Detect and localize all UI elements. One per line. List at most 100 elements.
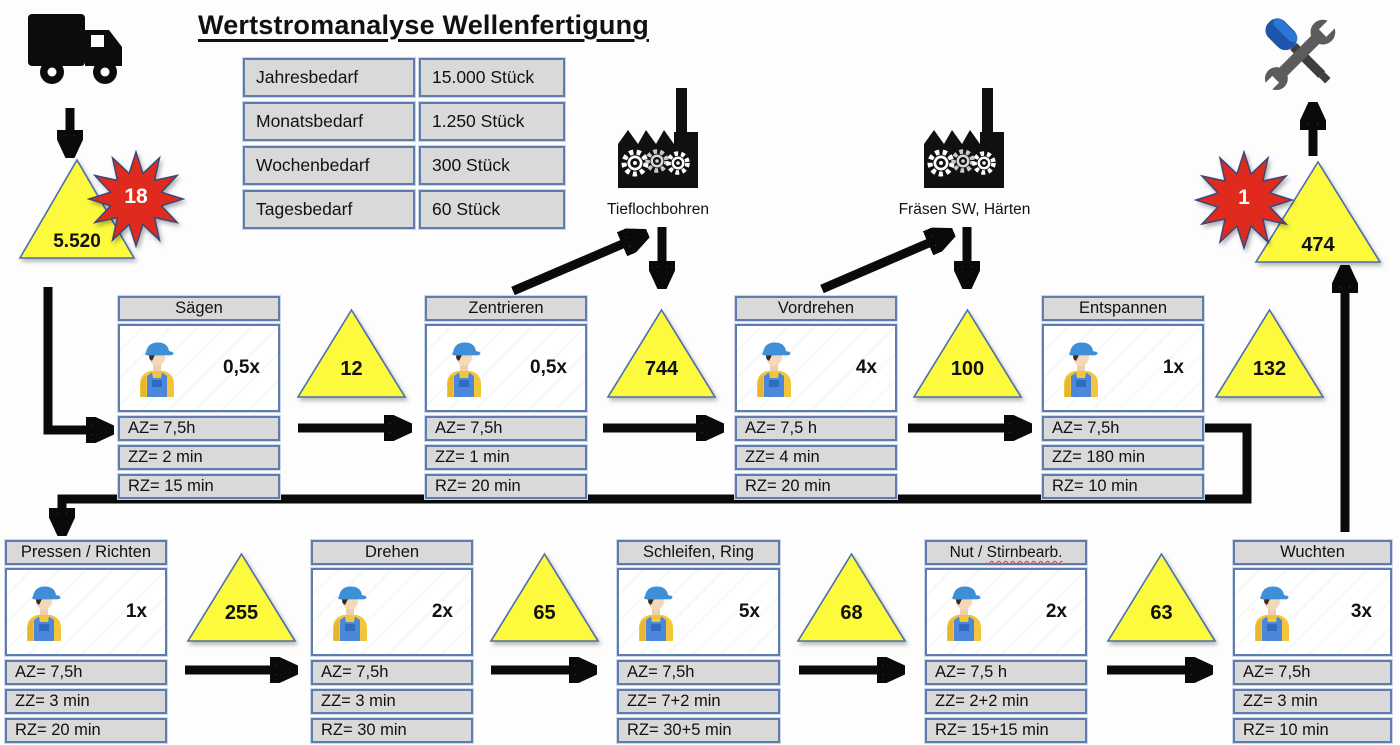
worker-icon — [325, 581, 375, 643]
title-part-misspelled: Stirnbearb. — [986, 544, 1063, 561]
process-box-pressen-richten: Pressen / Richten 1x AZ= 7,5h ZZ= 3 min … — [5, 540, 167, 743]
zz-row: ZZ= 2+2 min — [925, 689, 1087, 714]
inventory-triangle: 132 — [1212, 306, 1327, 401]
zz-row: ZZ= 180 min — [1042, 445, 1204, 470]
process-body: 0,5x — [425, 324, 587, 412]
az-row: AZ= 7,5h — [425, 416, 587, 441]
process-box-saegen: Sägen 0,5x AZ= 7,5h ZZ= 2 min RZ= 15 min — [118, 296, 280, 499]
outgoing-inventory-triangle: 474 — [1252, 158, 1384, 266]
az-row: AZ= 7,5 h — [735, 416, 897, 441]
inventory-triangle: 63 — [1104, 550, 1219, 645]
inventory-triangle: 68 — [794, 550, 909, 645]
demand-value: 15.000 Stück — [419, 58, 565, 97]
az-row: AZ= 7,5h — [1042, 416, 1204, 441]
machine-count: 0,5x — [530, 357, 567, 378]
process-title: Wuchten — [1233, 540, 1392, 565]
inventory-triangle: 65 — [487, 550, 602, 645]
az-row: AZ= 7,5h — [5, 660, 167, 685]
process-body: 4x — [735, 324, 897, 412]
rz-row: RZ= 20 min — [735, 474, 897, 499]
page-title: Wertstromanalyse Wellenfertigung — [198, 10, 650, 40]
inventory-count: 68 — [840, 602, 863, 624]
machine-count: 2x — [1045, 601, 1067, 622]
demand-label: Wochenbedarf — [243, 146, 415, 185]
process-title: Nut / Stirnbearb. — [925, 540, 1087, 565]
az-row: AZ= 7,5h — [617, 660, 780, 685]
az-row: AZ= 7,5h — [1233, 660, 1392, 685]
machine-count: 0,5x — [223, 357, 260, 378]
process-box-nut-stirnbearb: Nut / Stirnbearb. 2x AZ= 7,5 h ZZ= 2+2 m… — [925, 540, 1087, 743]
external-process-label: Tieflochbohren — [607, 201, 709, 218]
process-title: Vordrehen — [735, 296, 897, 321]
worker-icon — [631, 581, 681, 643]
demand-value: 60 Stück — [419, 190, 565, 229]
worker-icon — [1247, 581, 1297, 643]
inventory-count: 474 — [1301, 234, 1335, 256]
inventory-triangle: 744 — [604, 306, 719, 401]
process-body: 2x — [925, 568, 1087, 656]
process-body: 1x — [1042, 324, 1204, 412]
machine-count: 2x — [431, 601, 453, 622]
rz-row: RZ= 20 min — [5, 718, 167, 743]
rz-row: RZ= 30+5 min — [617, 718, 780, 743]
process-body: 1x — [5, 568, 167, 656]
title-part: Nut / — [949, 544, 987, 561]
worker-icon — [439, 337, 489, 399]
process-box-zentrieren: Zentrieren 0,5x AZ= 7,5h ZZ= 1 min RZ= 2… — [425, 296, 587, 499]
zz-row: ZZ= 2 min — [118, 445, 280, 470]
inventory-count: 255 — [224, 602, 259, 624]
zz-row: ZZ= 7+2 min — [617, 689, 780, 714]
process-title: Zentrieren — [425, 296, 587, 321]
demand-label: Tagesbedarf — [243, 190, 415, 229]
process-title: Drehen — [311, 540, 473, 565]
inventory-count: 132 — [1252, 358, 1287, 380]
truck-icon — [28, 14, 122, 84]
rz-row: RZ= 15+15 min — [925, 718, 1087, 743]
demand-value: 1.250 Stück — [419, 102, 565, 141]
zz-row: ZZ= 3 min — [1233, 689, 1392, 714]
zz-row: ZZ= 3 min — [311, 689, 473, 714]
inventory-triangle: 12 — [294, 306, 409, 401]
machine-count: 4x — [855, 357, 877, 378]
inventory-triangle: 255 — [184, 550, 299, 645]
worker-icon — [939, 581, 989, 643]
tools-icon — [1262, 18, 1338, 93]
rz-row: RZ= 10 min — [1042, 474, 1204, 499]
worker-icon — [749, 337, 799, 399]
process-body: 5x — [617, 568, 780, 656]
incoming-kaizen-burst: 18 — [86, 150, 186, 248]
inventory-count: 63 — [1150, 602, 1173, 624]
process-box-vordrehen: Vordrehen 4x AZ= 7,5 h ZZ= 4 min RZ= 20 … — [735, 296, 897, 499]
inventory-count: 100 — [950, 358, 985, 380]
az-row: AZ= 7,5h — [311, 660, 473, 685]
az-row: AZ= 7,5 h — [925, 660, 1087, 685]
factory-icon — [612, 86, 704, 198]
inventory-triangle: 100 — [910, 306, 1025, 401]
process-body: 2x — [311, 568, 473, 656]
machine-count: 5x — [738, 601, 760, 622]
external-process-label: Fräsen SW, Härten — [898, 201, 1031, 218]
inventory-count: 65 — [533, 602, 556, 624]
demand-value: 300 Stück — [419, 146, 565, 185]
incoming-inventory-triangle: 5.520 — [16, 156, 138, 262]
demand-label: Jahresbedarf — [243, 58, 415, 97]
burst-value: 18 — [124, 185, 148, 209]
outgoing-kaizen-burst: 1 — [1190, 150, 1298, 250]
worker-icon — [19, 581, 69, 643]
inventory-count: 744 — [644, 358, 679, 380]
process-body: 3x — [1233, 568, 1392, 656]
machine-count: 1x — [125, 601, 147, 622]
machine-count: 1x — [1162, 357, 1184, 378]
process-box-schleifen-ring: Schleifen, Ring 5x AZ= 7,5h ZZ= 7+2 min … — [617, 540, 780, 743]
worker-icon — [132, 337, 182, 399]
process-title: Pressen / Richten — [5, 540, 167, 565]
process-title: Schleifen, Ring — [617, 540, 780, 565]
process-body: 0,5x — [118, 324, 280, 412]
process-box-entspannen: Entspannen 1x AZ= 7,5h ZZ= 180 min RZ= 1… — [1042, 296, 1204, 499]
burst-value: 1 — [1238, 186, 1250, 210]
demand-label: Monatsbedarf — [243, 102, 415, 141]
machine-count: 3x — [1350, 601, 1372, 622]
process-title: Sägen — [118, 296, 280, 321]
worker-icon — [1056, 337, 1106, 399]
